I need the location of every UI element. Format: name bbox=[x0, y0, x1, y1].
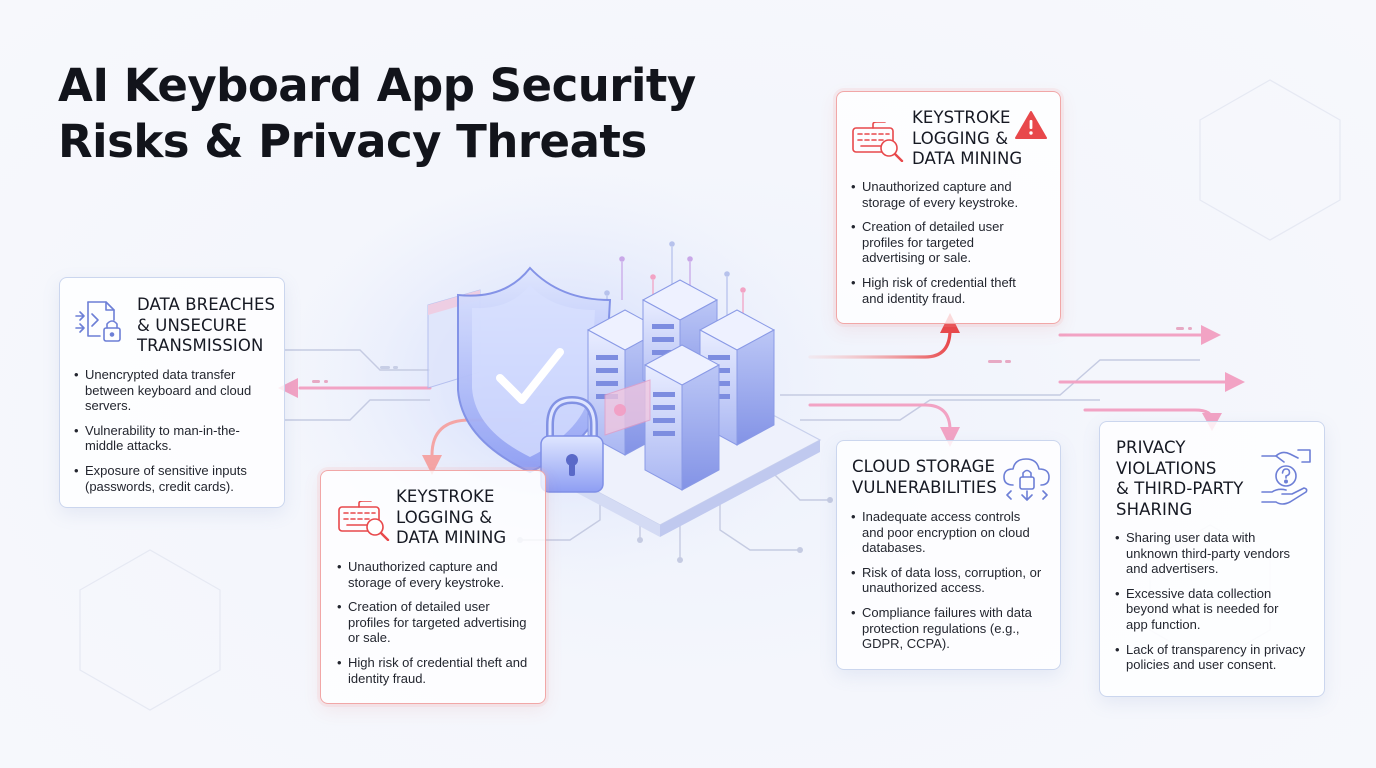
hands-question-icon bbox=[1261, 449, 1311, 505]
data-lock-icon bbox=[75, 301, 121, 342]
card-title-line: CLOUD STORAGE bbox=[852, 457, 995, 476]
card-title-line: LOGGING & bbox=[396, 507, 493, 527]
page-title: AI Keyboard App Security Risks & Privacy… bbox=[58, 58, 696, 170]
card-privacy-violations: PRIVACY VIOLATIONS & THIRD-PARTY SHARING… bbox=[1099, 421, 1325, 697]
card-title-line: DATA BREACHES bbox=[137, 295, 276, 314]
list-item: Risk of data loss, corruption, orunautho… bbox=[851, 565, 1056, 596]
cloud-lock-icon bbox=[1003, 458, 1050, 501]
shield-check-icon bbox=[457, 266, 612, 474]
card-title: PRIVACY VIOLATIONS & THIRD-PARTY SHARING bbox=[1116, 438, 1244, 520]
card-title: CLOUD STORAGE VULNERABILITIES bbox=[852, 457, 997, 498]
card-cloud-storage: CLOUD STORAGE VULNERABILITIES Inadequate… bbox=[836, 440, 1061, 670]
card-keystroke-logging-bottom: KEYSTROKE LOGGING & DATA MINING Unauthor… bbox=[320, 470, 546, 704]
card-title: DATA BREACHES & UNSECURE TRANSMISSION bbox=[137, 295, 275, 357]
card-keystroke-logging-top: KEYSTROKE LOGGING & DATA MINING Unauthor… bbox=[836, 91, 1061, 324]
card-title: KEYSTROKE LOGGING & DATA MINING bbox=[912, 108, 1022, 170]
list-item: Exposure of sensitive inputs(passwords, … bbox=[74, 463, 279, 494]
card-title-line: & UNSECURE bbox=[137, 315, 247, 335]
page-title-line: Risks & Privacy Threats bbox=[58, 115, 647, 168]
card-data-breaches: DATA BREACHES & UNSECURE TRANSMISSION Un… bbox=[59, 277, 285, 508]
warning-triangle-icon bbox=[1015, 111, 1047, 139]
card-title-line: KEYSTROKE bbox=[912, 108, 1011, 127]
card-title-line: VIOLATIONS bbox=[1116, 458, 1217, 478]
card-title-line: DATA MINING bbox=[396, 528, 507, 547]
card-title-line: TRANSMISSION bbox=[137, 336, 264, 355]
card-title: KEYSTROKE LOGGING & DATA MINING bbox=[396, 487, 506, 549]
card-title-line: LOGGING & bbox=[912, 128, 1009, 148]
list-item: High risk of credential theft andidentit… bbox=[337, 655, 542, 686]
card-title-line: DATA MINING bbox=[912, 149, 1023, 168]
padlock-icon bbox=[540, 395, 604, 493]
card-title-line: KEYSTROKE bbox=[396, 487, 495, 506]
card-title-line: VULNERABILITIES bbox=[852, 477, 997, 497]
card-title-line: PRIVACY bbox=[1116, 438, 1186, 457]
page-title-line: AI Keyboard App Security bbox=[58, 59, 696, 112]
list-item: Compliance failures with dataprotection … bbox=[851, 605, 1056, 652]
card-title-line: & THIRD-PARTY bbox=[1116, 479, 1244, 498]
list-item: Vulnerability to man-in-the-middle attac… bbox=[74, 423, 279, 454]
server-stack-icon bbox=[586, 279, 776, 491]
list-item: Lack of transparency in privacypolicies … bbox=[1115, 642, 1323, 673]
keyboard-magnifier-icon bbox=[852, 122, 904, 162]
keyboard-magnifier-icon bbox=[338, 501, 390, 541]
card-title-line: SHARING bbox=[1116, 499, 1193, 519]
